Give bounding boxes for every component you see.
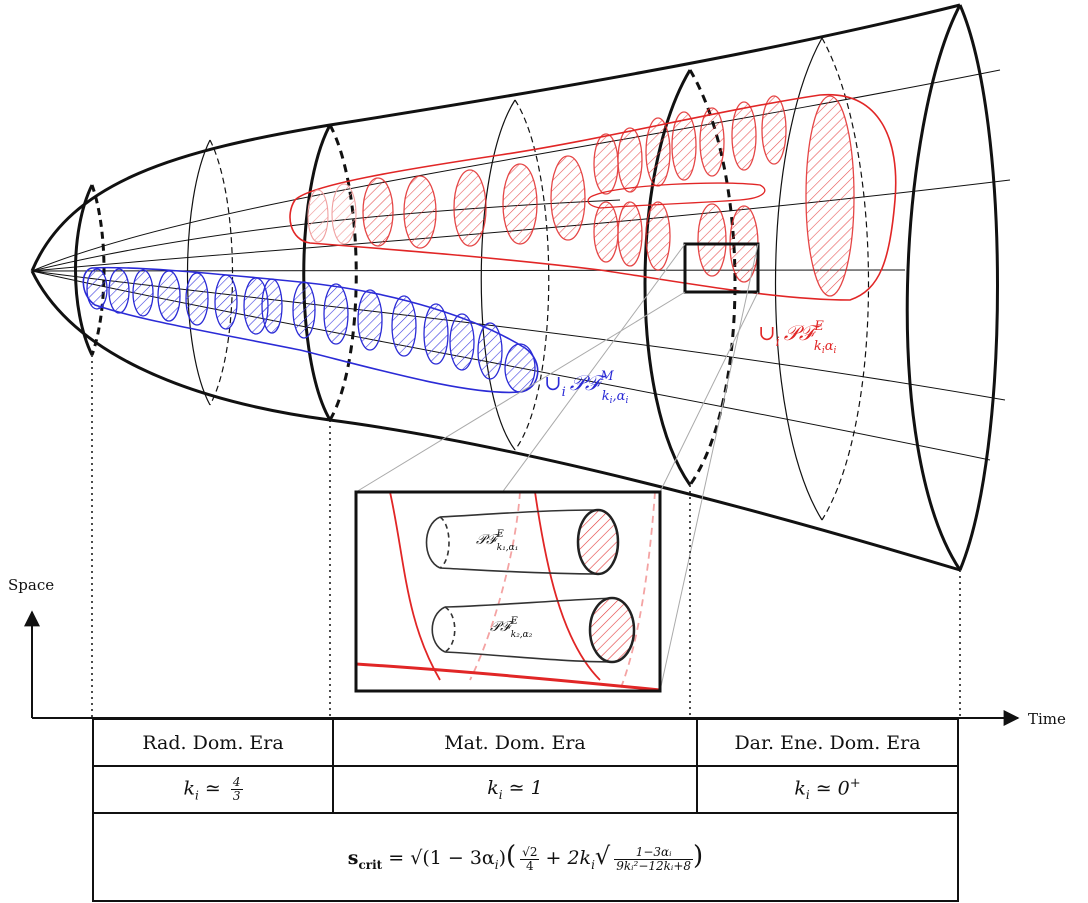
k-dark-energy: ki ≃ 0+ [696,765,959,814]
era-table: Rad. Dom. Era Mat. Dom. Era Dar. Ene. Do… [92,718,959,902]
x-axis-label: Time [1028,710,1066,728]
era-radiation: Rad. Dom. Era [92,718,334,767]
era-boundaries [91,355,961,718]
era-matter: Mat. Dom. Era [332,718,698,767]
worldlines [31,69,1011,461]
blue-perturbation-tube [82,266,539,394]
k-matter: ki ≃ 1 [332,765,698,814]
era-dark-energy: Dar. Ene. Dom. Era [696,718,959,767]
time-slices [74,37,870,521]
universe-outline [30,3,999,572]
zoom-box [683,242,760,294]
red-perturbation-tube [289,93,897,301]
y-axis-label: Space [8,576,54,594]
axes: Space Time [8,576,1066,728]
zoom-connectors [355,243,759,692]
